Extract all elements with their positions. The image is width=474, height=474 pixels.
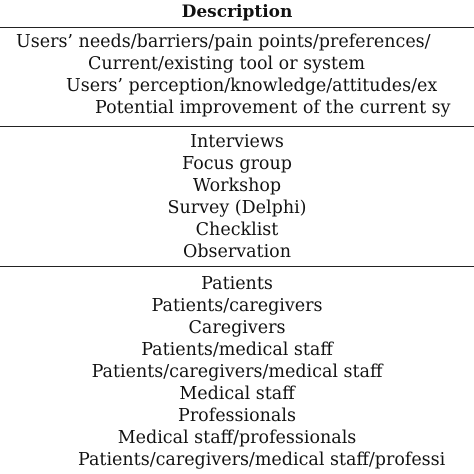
table-cell: Patients/caregivers/medical staff/profes… — [78, 450, 446, 470]
table-cell: Users’ perception/knowledge/attitudes/ex — [66, 76, 438, 96]
table-cell: Caregivers — [188, 318, 286, 338]
table-cell: Patients/caregivers — [151, 296, 323, 316]
table-cell: Patients — [201, 274, 273, 294]
table-cell: Patients/medical staff — [141, 340, 333, 360]
table-cell: Survey (Delphi) — [167, 198, 307, 218]
table-cell: Users’ needs/barriers/pain points/prefer… — [16, 32, 431, 52]
column-header-description: Description — [181, 2, 293, 22]
table-cell: Interviews — [190, 132, 284, 152]
table-cell: Medical staff — [179, 384, 295, 404]
table-rule-section-1 — [0, 126, 474, 127]
table-cell: Current/existing tool or system — [88, 54, 365, 74]
table-cell: Patients/caregivers/medical staff — [91, 362, 383, 382]
table-rule-section-2 — [0, 266, 474, 267]
table-cell: Medical staff/professionals — [117, 428, 357, 448]
table-cell: Potential improvement of the current sy — [95, 98, 451, 118]
table-cell: Observation — [182, 242, 291, 262]
table-cell: Workshop — [192, 176, 282, 196]
table-section-aims: Users’ needs/barriers/pain points/prefer… — [0, 31, 474, 119]
table-cell: Checklist — [195, 220, 279, 240]
table-section-methods: Interviews Focus group Workshop Survey (… — [0, 131, 474, 263]
table-rule-header — [0, 27, 474, 28]
table-cell: Professionals — [178, 406, 296, 426]
table-cell: Focus group — [182, 154, 292, 174]
table-section-participants: Patients Patients/caregivers Caregivers … — [0, 273, 474, 471]
